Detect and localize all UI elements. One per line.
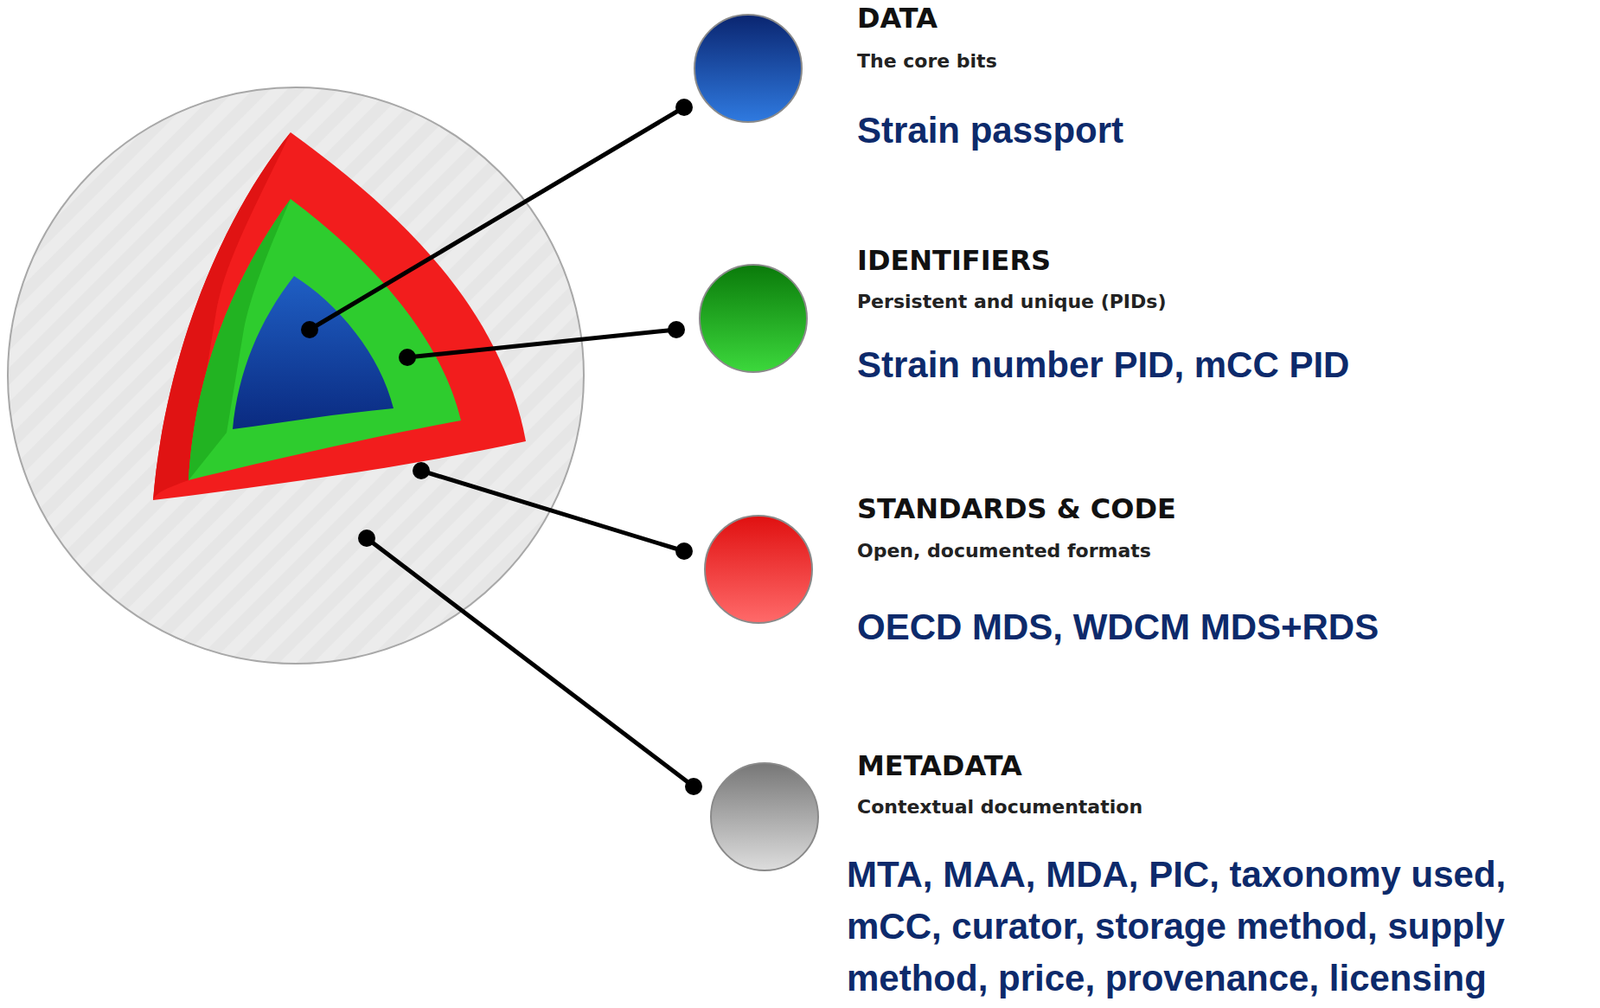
layer-ball xyxy=(696,261,811,376)
layer-heading: IDENTIFIERS xyxy=(857,243,1051,277)
leader-lines xyxy=(309,107,694,787)
layer-subtitle: Persistent and unique (PIDs) xyxy=(857,289,1166,314)
leader-dot xyxy=(358,529,376,547)
leader-line xyxy=(309,107,685,330)
layer-heading: METADATA xyxy=(857,748,1023,782)
leader-dot xyxy=(412,461,430,480)
ball-shape xyxy=(699,264,807,372)
layer-ball xyxy=(691,11,806,126)
leader-line xyxy=(421,470,685,551)
green-shell xyxy=(188,198,461,480)
ball-shape xyxy=(694,14,802,122)
layer-subtitle: Open, documented formats xyxy=(857,538,1152,564)
layer-example: OECD MDS, WDCM MDS+RDS xyxy=(857,601,1379,653)
layer-heading: DATA xyxy=(857,1,938,35)
red-shell xyxy=(153,132,526,500)
blue-core xyxy=(232,275,394,429)
leader-dot xyxy=(675,542,693,560)
layer-subtitle: The core bits xyxy=(857,49,998,74)
leader-line xyxy=(366,537,694,787)
layer-heading: STANDARDS & CODE xyxy=(857,492,1177,525)
layer-example: Strain number PID, mCC PID xyxy=(857,339,1350,391)
layer-example: Strain passport xyxy=(857,104,1124,157)
layer-example: MTA, MAA, MDA, PIC, taxonomy used, mCC, … xyxy=(846,848,1591,1005)
layer-subtitle: Contextual documentation xyxy=(857,794,1143,820)
leader-dot xyxy=(675,98,693,116)
ball-shape xyxy=(710,762,819,871)
leader-dot xyxy=(667,320,685,339)
leader-dot xyxy=(300,320,319,339)
leader-dots xyxy=(300,98,703,795)
leader-dot xyxy=(398,348,416,366)
ball-shape xyxy=(704,515,813,623)
layer-ball xyxy=(707,759,822,874)
layer-ball xyxy=(701,512,816,627)
grey-sphere xyxy=(7,87,584,664)
leader-line xyxy=(407,329,677,358)
leader-dot xyxy=(684,777,703,795)
